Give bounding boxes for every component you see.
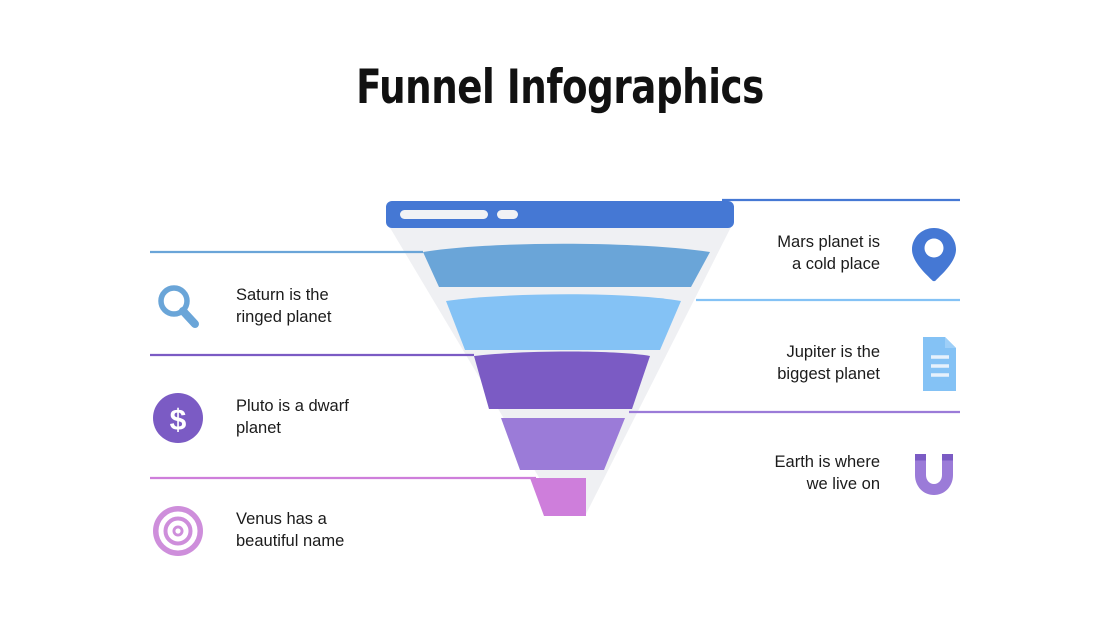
callout-item-mars[interactable]: Mars planet is a cold place — [718, 226, 962, 282]
callout-text-saturn: Saturn is the ringed planet — [236, 286, 332, 326]
callout-text-earth: Earth is where we live on — [774, 453, 880, 493]
callout-text-venus: Venus has a beautiful name — [236, 510, 345, 550]
page-title: Funnel Infographics — [356, 60, 764, 115]
svg-text:$: $ — [170, 404, 187, 437]
callout-item-saturn[interactable]: Saturn is the ringed planet — [150, 279, 480, 335]
callout-item-earth[interactable]: Earth is where we live on — [718, 446, 962, 502]
funnel-band-deep-purple — [474, 351, 650, 409]
callout-item-jupiter[interactable]: Jupiter is the biggest planet — [718, 336, 962, 392]
dollar-circle-icon: $ — [150, 390, 206, 446]
funnel-band-mid-purple — [501, 418, 625, 470]
callout-item-venus[interactable]: Venus has a beautiful name — [150, 503, 480, 559]
funnel-band-light-blue — [446, 294, 681, 350]
magnifier-icon — [150, 279, 206, 335]
funnel-header-pill-long — [400, 210, 488, 219]
callout-text-mars: Mars planet is a cold place — [777, 233, 880, 273]
target-icon — [150, 503, 206, 559]
callout-text-jupiter: Jupiter is the biggest planet — [777, 343, 880, 383]
funnel-band-steel-blue — [423, 243, 710, 287]
magnet-icon — [906, 446, 962, 502]
funnel-header-bar — [386, 201, 734, 228]
map-pin-icon — [906, 226, 962, 282]
document-icon — [906, 336, 962, 392]
funnel-band-orchid — [530, 478, 586, 516]
callout-text-pluto: Pluto is a dwarf planet — [236, 397, 349, 437]
funnel-header-pill-short — [497, 210, 518, 219]
callout-item-pluto[interactable]: $ Pluto is a dwarf planet — [150, 390, 480, 446]
